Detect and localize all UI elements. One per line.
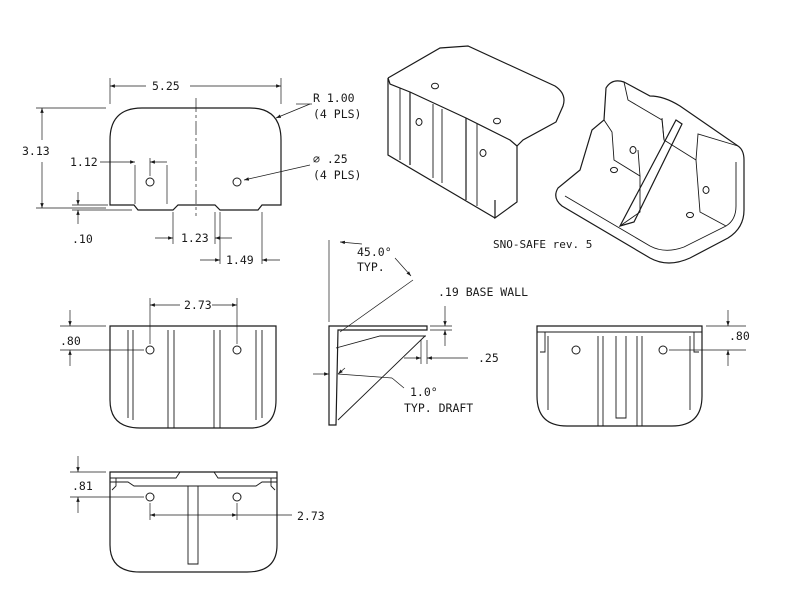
front-hole-left [145,177,155,187]
dim-width: 5.25 [152,79,180,93]
isometric-view-left [387,45,565,220]
dim-bottom-hole-height: .81 [72,479,93,493]
dim-height: 3.13 [22,144,50,158]
dim-angle: 45.0° [357,245,392,259]
dim-hole-x: 1.12 [70,155,98,169]
dim-draft-note: TYP. DRAFT [404,401,473,415]
dim-left-hole-height: .80 [60,334,81,348]
dim-angle-note: TYP. [357,260,385,274]
right-view: .80 [536,310,750,427]
drawing-title: SNO-SAFE rev. 5 [493,238,592,251]
bottom-view: .81 2.73 [70,456,325,573]
dim-bottom-hole-spacing: 2.73 [297,509,325,523]
dim-right-hole-height: .80 [729,329,750,343]
dim-radius: R 1.00 [313,91,355,105]
dim-hole-qty: (4 PLS) [313,168,361,182]
left-view: 2.73 .80 [60,298,277,429]
dim-left-hole-spacing: 2.73 [184,298,212,312]
dim-base-wall: .19 BASE WALL [438,285,528,299]
dim-notch-offset: 1.49 [226,253,254,267]
front-view-outline [109,107,282,211]
isometric-view-right [555,80,745,264]
dim-notch-width: 1.23 [181,231,209,245]
dim-radius-qty: (4 PLS) [313,107,361,121]
dim-hole-dia: ∅ .25 [313,152,348,166]
dim-notch-depth: .10 [72,232,93,246]
front-hole-right [232,177,242,187]
dim-flange: .25 [478,351,499,365]
dim-draft: 1.0° [410,385,438,399]
side-section-view: 45.0° TYP. .19 BASE WALL .25 1.0° TYP. D… [313,240,528,426]
front-view: 5.25 3.13 R 1.00 (4 PLS) ∅ .25 (4 PLS) 1… [22,78,361,267]
